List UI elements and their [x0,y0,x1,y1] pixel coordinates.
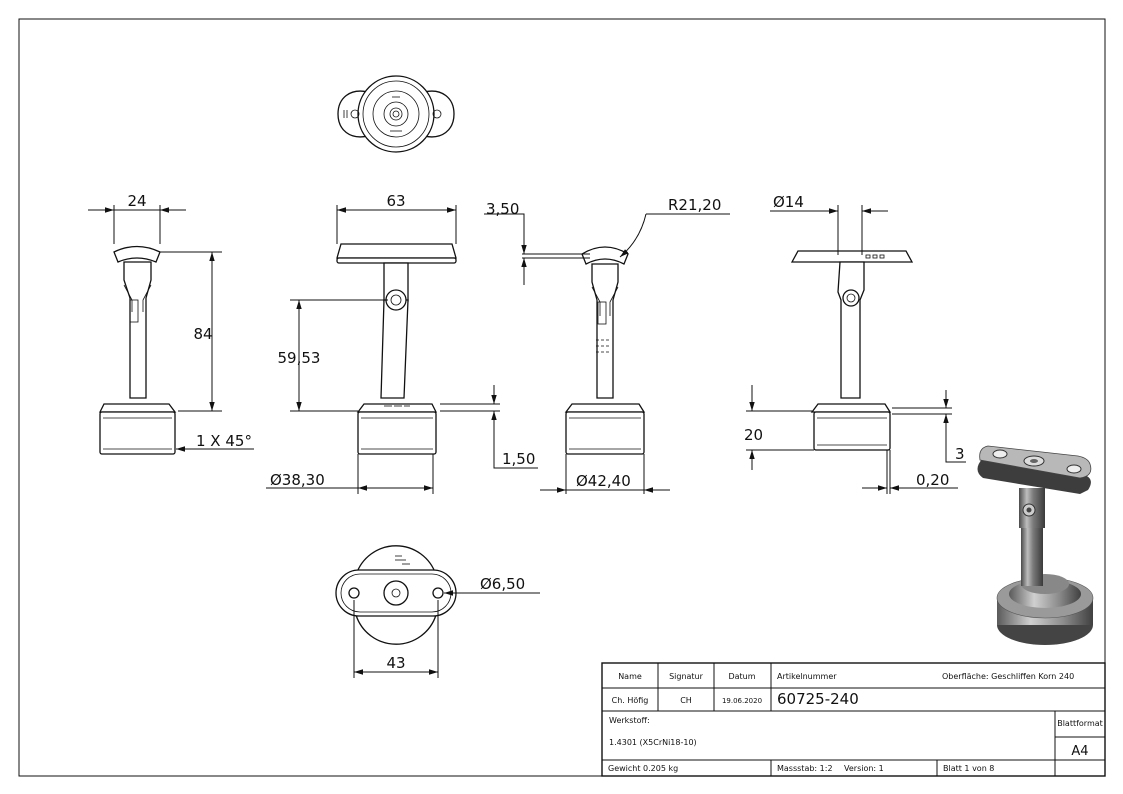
dim-chamfer: 1 X 45° [196,432,252,450]
dim-hole-diameter: Ø6,50 [480,575,525,593]
dim-side-width: 24 [127,192,146,210]
dim-saddle-radius: R21,20 [668,196,721,214]
side-view-saddle [484,213,730,494]
top-view-rosette [337,75,455,153]
tb-header-artikelnummer: Artikelnummer [777,672,837,681]
tb-name: Ch. Höfig [612,696,649,705]
tb-blatt: Blatt 1 von 8 [943,764,994,773]
dim-side-height: 84 [193,325,212,343]
tb-header-name: Name [618,672,642,681]
tb-massstab: Massstab: 1:2 [777,764,833,773]
front-view [266,205,538,494]
right-view [746,205,966,494]
dim-saddle-depth: 3,50 [486,200,519,218]
dim-center-hole: Ø14 [773,193,804,211]
dim-pivot-height: 59,53 [278,349,321,367]
tb-artikelnummer: 60725-240 [777,690,859,708]
dim-gap: 0,20 [916,471,949,489]
dim-flange-diameter: Ø42,40 [576,472,631,490]
dim-flange-offset: 3 [955,445,965,463]
tb-blattformat-label: Blattformat [1057,719,1103,728]
tb-version: Version: 1 [844,764,884,773]
tb-datum: 19.06.2020 [722,697,762,705]
drawing-frame [18,18,1106,777]
tb-werkstoff-label: Werkstoff: [609,716,650,725]
tb-gewicht: Gewicht 0.205 kg [608,764,678,773]
dim-base-height: 20 [744,426,763,444]
dim-flange-step: 1,50 [502,450,535,468]
side-view [88,205,254,455]
dim-base-diameter: Ø38,30 [270,471,325,489]
dim-hole-spacing: 43 [386,654,405,672]
tb-werkstoff: 1.4301 (X5CrNi18-10) [609,738,697,747]
title-block [601,662,1106,777]
tb-signatur: CH [680,696,692,705]
tb-blattformat: A4 [1071,744,1088,759]
bottom-view [335,545,540,678]
dim-plate-length: 63 [386,192,405,210]
isometric-render [977,445,1094,645]
tb-header-signatur: Signatur [669,672,704,681]
tb-header-datum: Datum [728,672,755,681]
tb-oberflaeche: Oberfläche: Geschliffen Korn 240 [942,672,1074,681]
